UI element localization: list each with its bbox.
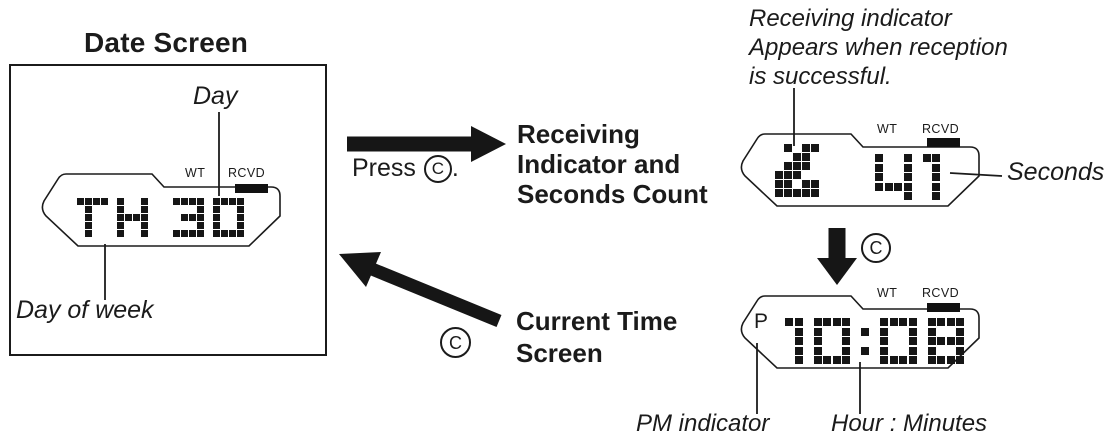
c-button-glyph-down: C bbox=[861, 233, 891, 263]
rcvd-label: RCVD bbox=[228, 166, 266, 180]
wt-label: WT bbox=[185, 166, 206, 180]
seconds-callout-label: Seconds bbox=[1007, 158, 1105, 186]
c-button-glyph: C bbox=[423, 154, 452, 183]
rcvd-indicator-bar bbox=[235, 184, 268, 193]
rcvd-label: RCVD bbox=[922, 122, 960, 136]
day-of-week-callout-label: Day of week bbox=[16, 296, 154, 324]
lcd-outline bbox=[41, 173, 281, 247]
wt-label: WT bbox=[877, 122, 898, 136]
date-screen-title: Date Screen bbox=[84, 27, 249, 58]
seconds-display bbox=[875, 154, 951, 202]
current-time-to-date-arrow bbox=[339, 252, 502, 328]
rcvd-indicator-bar bbox=[927, 138, 960, 147]
press-text: Press bbox=[352, 154, 416, 182]
pm-indicator: P bbox=[754, 310, 769, 333]
receiving-indicator-caption: Receiving indicator Appears when recepti… bbox=[749, 5, 1008, 90]
current-time-lcd: WT RCVD P bbox=[735, 282, 995, 382]
wt-label: WT bbox=[877, 286, 898, 300]
rcvd-label: RCVD bbox=[922, 286, 960, 300]
current-time-screen-heading: Current Time Screen bbox=[516, 306, 678, 368]
date-display bbox=[77, 198, 253, 238]
rcvd-indicator-bar bbox=[927, 303, 960, 312]
c-button-glyph-diagonal: C bbox=[440, 327, 471, 358]
press-c-instruction: Press C . bbox=[352, 154, 459, 183]
press-period: . bbox=[451, 154, 459, 182]
time-display bbox=[785, 318, 975, 366]
receiving-seconds-lcd: WT RCVD bbox=[735, 120, 995, 220]
day-callout-label: Day bbox=[193, 82, 238, 110]
receiving-screen-heading: Receiving Indicator and Seconds Count bbox=[517, 119, 708, 209]
lcd-outline bbox=[740, 133, 980, 207]
pm-indicator-callout-label: PM indicator bbox=[636, 410, 770, 437]
hour-minutes-callout-label: Hour : Minutes bbox=[831, 410, 988, 437]
date-lcd: WT RCVD bbox=[36, 160, 296, 260]
c-down-arrow bbox=[817, 228, 857, 285]
receiving-indicator-icon bbox=[775, 144, 820, 198]
